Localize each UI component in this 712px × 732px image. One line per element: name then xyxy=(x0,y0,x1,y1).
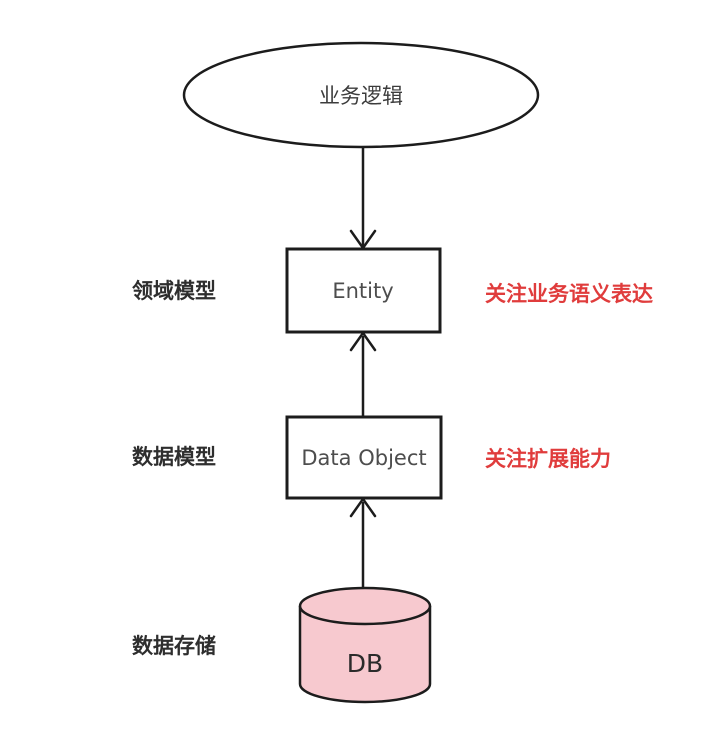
entity-node: Entity xyxy=(285,247,442,334)
layer-label-data-storage: 数据存储 xyxy=(132,634,216,658)
data-object-node: Data Object xyxy=(285,415,443,500)
annotation-data-object-note: 关注扩展能力 xyxy=(485,447,611,471)
arrow-up-head-icon xyxy=(349,496,377,518)
business-logic-node: 业务逻辑 xyxy=(182,41,540,149)
layer-label-domain-model: 领域模型 xyxy=(132,279,216,303)
annotation-entity-note: 关注业务语义表达 xyxy=(485,282,653,306)
db-cylinder-top xyxy=(298,586,432,626)
arrow-db-to-dataobject xyxy=(349,496,377,587)
entity-label: Entity xyxy=(332,279,393,303)
business-logic-ellipse xyxy=(182,41,540,149)
data-object-box xyxy=(285,415,443,500)
business-logic-label: 业务逻辑 xyxy=(319,84,403,108)
arrow-up-head-icon xyxy=(349,330,377,352)
arrow-dataobject-to-entity xyxy=(349,330,377,417)
layer-label-data-model: 数据模型 xyxy=(132,445,216,469)
data-object-label: Data Object xyxy=(301,446,426,470)
arrow-business-to-entity xyxy=(349,147,377,251)
entity-box xyxy=(285,247,442,334)
db-cylinder-body xyxy=(298,606,432,704)
db-label: DB xyxy=(347,649,383,678)
db-node: DB xyxy=(298,586,432,704)
